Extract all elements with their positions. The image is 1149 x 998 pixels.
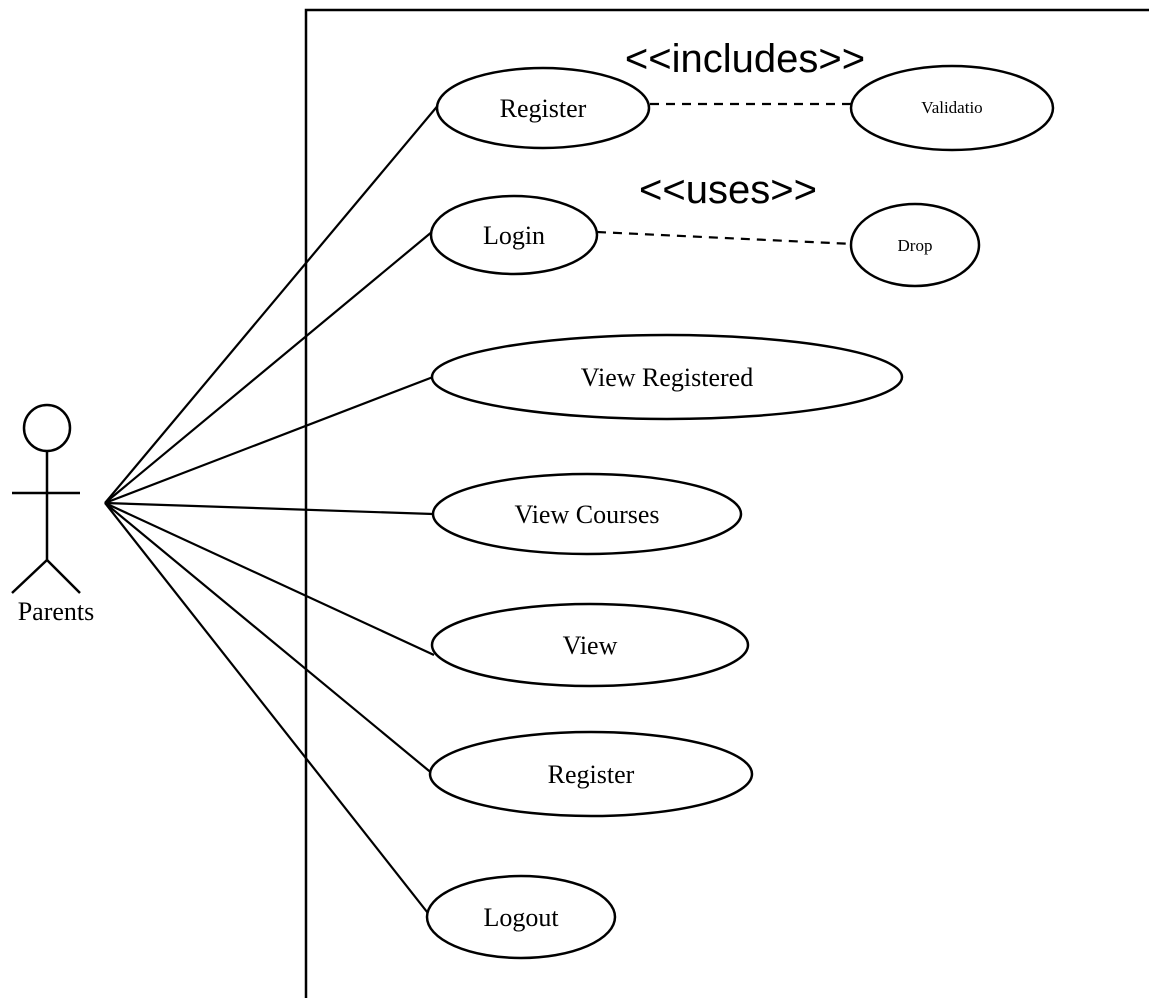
use-case-validation-label: Validatio [921,98,982,117]
actor-head [22,403,72,453]
uses-line [596,230,854,246]
association-register-2 [104,502,435,776]
use-case-view-registered: View Registered [430,333,904,421]
use-case-drop-label: Drop [898,236,933,255]
use-case-register: Register [435,66,651,150]
use-case-drop-shape [849,202,981,288]
use-case-logout-shape [425,874,617,960]
use-case-view: View [430,602,750,688]
use-case-login: Login [429,194,599,276]
uses-label: <<uses>> [639,168,817,212]
includes-label: <<includes>> [625,37,865,81]
use-case-validation: Validatio [849,64,1055,152]
use-case-view-courses-shape [431,472,743,556]
association-view [104,502,435,656]
use-case-view-courses-label: View Courses [514,500,659,529]
use-case-view-shape [430,602,750,688]
use-case-register-2: Register [428,730,754,818]
association-logout [104,502,432,918]
use-case-drop: Drop [849,202,981,288]
associations [104,102,441,918]
association-view-courses [104,501,434,516]
association-view-registered [104,375,434,505]
use-case-login-label: Login [483,221,545,250]
use-case-view-registered-label: View Registered [581,363,753,392]
actor-label: Parents [18,597,95,626]
use-case-register-2-label: Register [548,760,635,789]
actor-parents [11,403,81,594]
use-case-register-shape [435,66,651,150]
use-case-validation-shape [849,64,1055,152]
use-case-logout-label: Logout [483,903,559,932]
association-register [104,102,441,504]
use-case-view-registered-shape [430,333,904,421]
dashed-relations [596,102,854,246]
use-case-view-courses: View Courses [431,472,743,556]
use-case-logout: Logout [425,874,617,960]
use-case-view-label: View [563,631,618,660]
actor-left-leg [11,559,48,594]
use-case-register-2-shape [428,730,754,818]
use-case-register-label: Register [500,94,587,123]
actor-right-leg [46,559,81,594]
association-login [104,230,434,504]
use-case-login-shape [429,194,599,276]
